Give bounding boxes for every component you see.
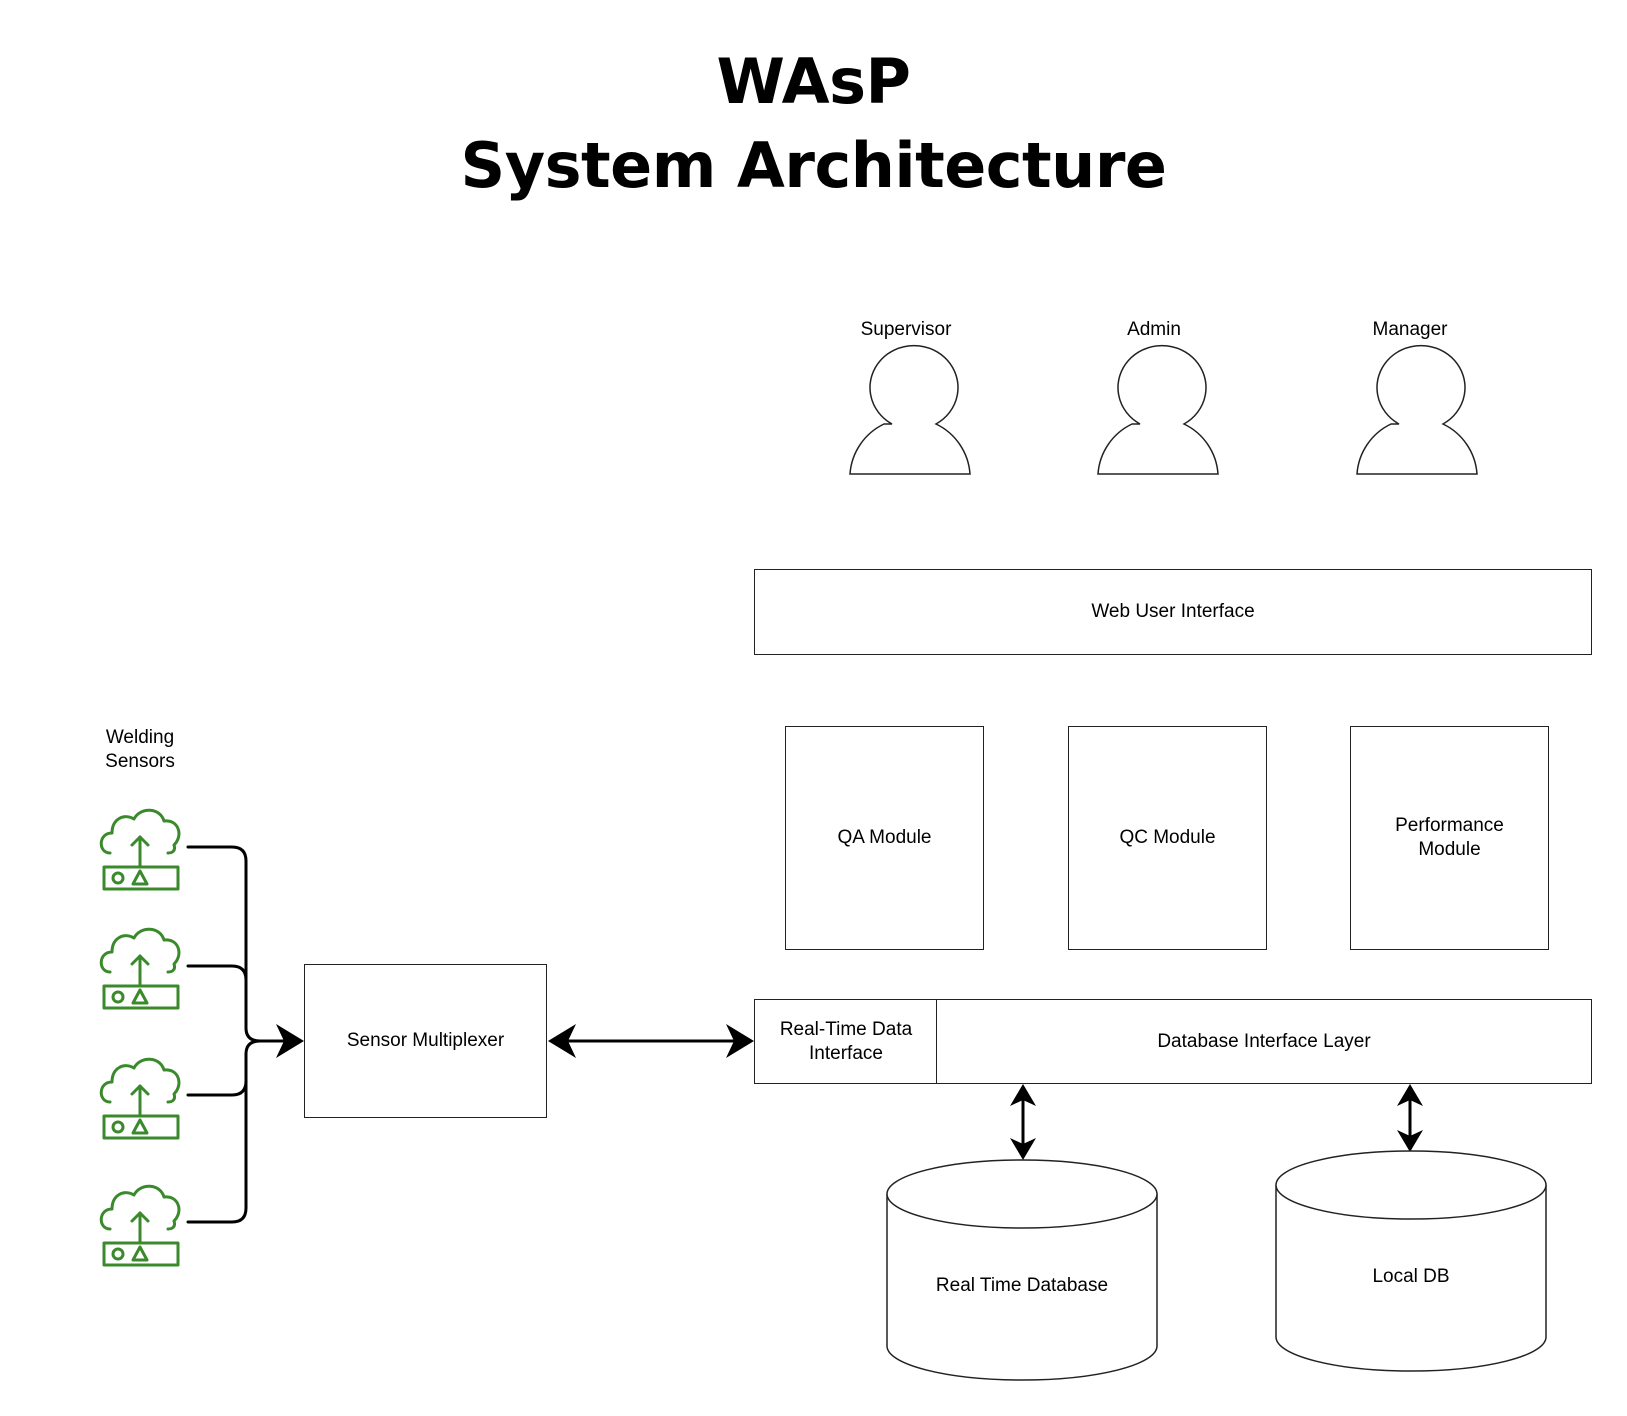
user-supervisor-icon — [849, 344, 971, 475]
actor-label-admin: Admin — [1127, 319, 1181, 340]
diagram-title: WAsP System Architecture — [0, 40, 1627, 208]
database-local-icon — [1275, 1150, 1547, 1372]
qc-module-label: QC Module — [1119, 827, 1216, 848]
sensor-2-icon — [99, 927, 181, 1010]
database-interface-layer-label: Database Interface Layer — [1157, 1030, 1371, 1052]
performance-module-label: Performance Module — [1395, 815, 1504, 860]
qa-module-label: QA Module — [837, 827, 932, 848]
actor-label-manager: Manager — [1372, 319, 1448, 340]
sensor-4-icon — [99, 1184, 181, 1267]
web-user-interface-box: Web User Interface — [754, 569, 1592, 655]
multiplexer-link-arrow — [548, 1024, 754, 1058]
performance-module-box: Performance Module — [1350, 726, 1549, 950]
user-manager-icon — [1356, 344, 1478, 475]
sensor-connector-lines — [186, 845, 292, 1224]
qc-module-box: QC Module — [1068, 726, 1267, 950]
welding-sensors-label: Welding Sensors — [105, 727, 175, 772]
sensor-3-icon — [99, 1057, 181, 1140]
local-db-label: Local DB — [1372, 1266, 1450, 1287]
actor-label-supervisor: Supervisor — [860, 319, 952, 340]
realtime-data-interface-label: Real-Time Data Interface — [779, 1018, 913, 1064]
qa-module-box: QA Module — [785, 726, 984, 950]
title-line-1: WAsP — [716, 45, 911, 118]
user-admin-icon — [1097, 344, 1219, 475]
realtime-database-label: Real Time Database — [935, 1275, 1109, 1296]
sensor-1-icon — [99, 808, 181, 891]
db-link-arrow-realtime — [1010, 1084, 1036, 1160]
realtime-data-interface-box: Real-Time Data Interface — [754, 999, 938, 1084]
db-link-arrow-local — [1397, 1084, 1423, 1152]
sensor-multiplexer-box: Sensor Multiplexer — [304, 964, 547, 1118]
sensor-arrowhead-icon — [276, 1024, 304, 1058]
title-line-2: System Architecture — [460, 129, 1167, 202]
web-user-interface-label: Web User Interface — [1091, 601, 1255, 622]
sensor-multiplexer-label: Sensor Multiplexer — [346, 1030, 505, 1051]
database-interface-layer-box: Database Interface Layer — [936, 999, 1592, 1084]
database-realtime-icon — [886, 1159, 1158, 1381]
